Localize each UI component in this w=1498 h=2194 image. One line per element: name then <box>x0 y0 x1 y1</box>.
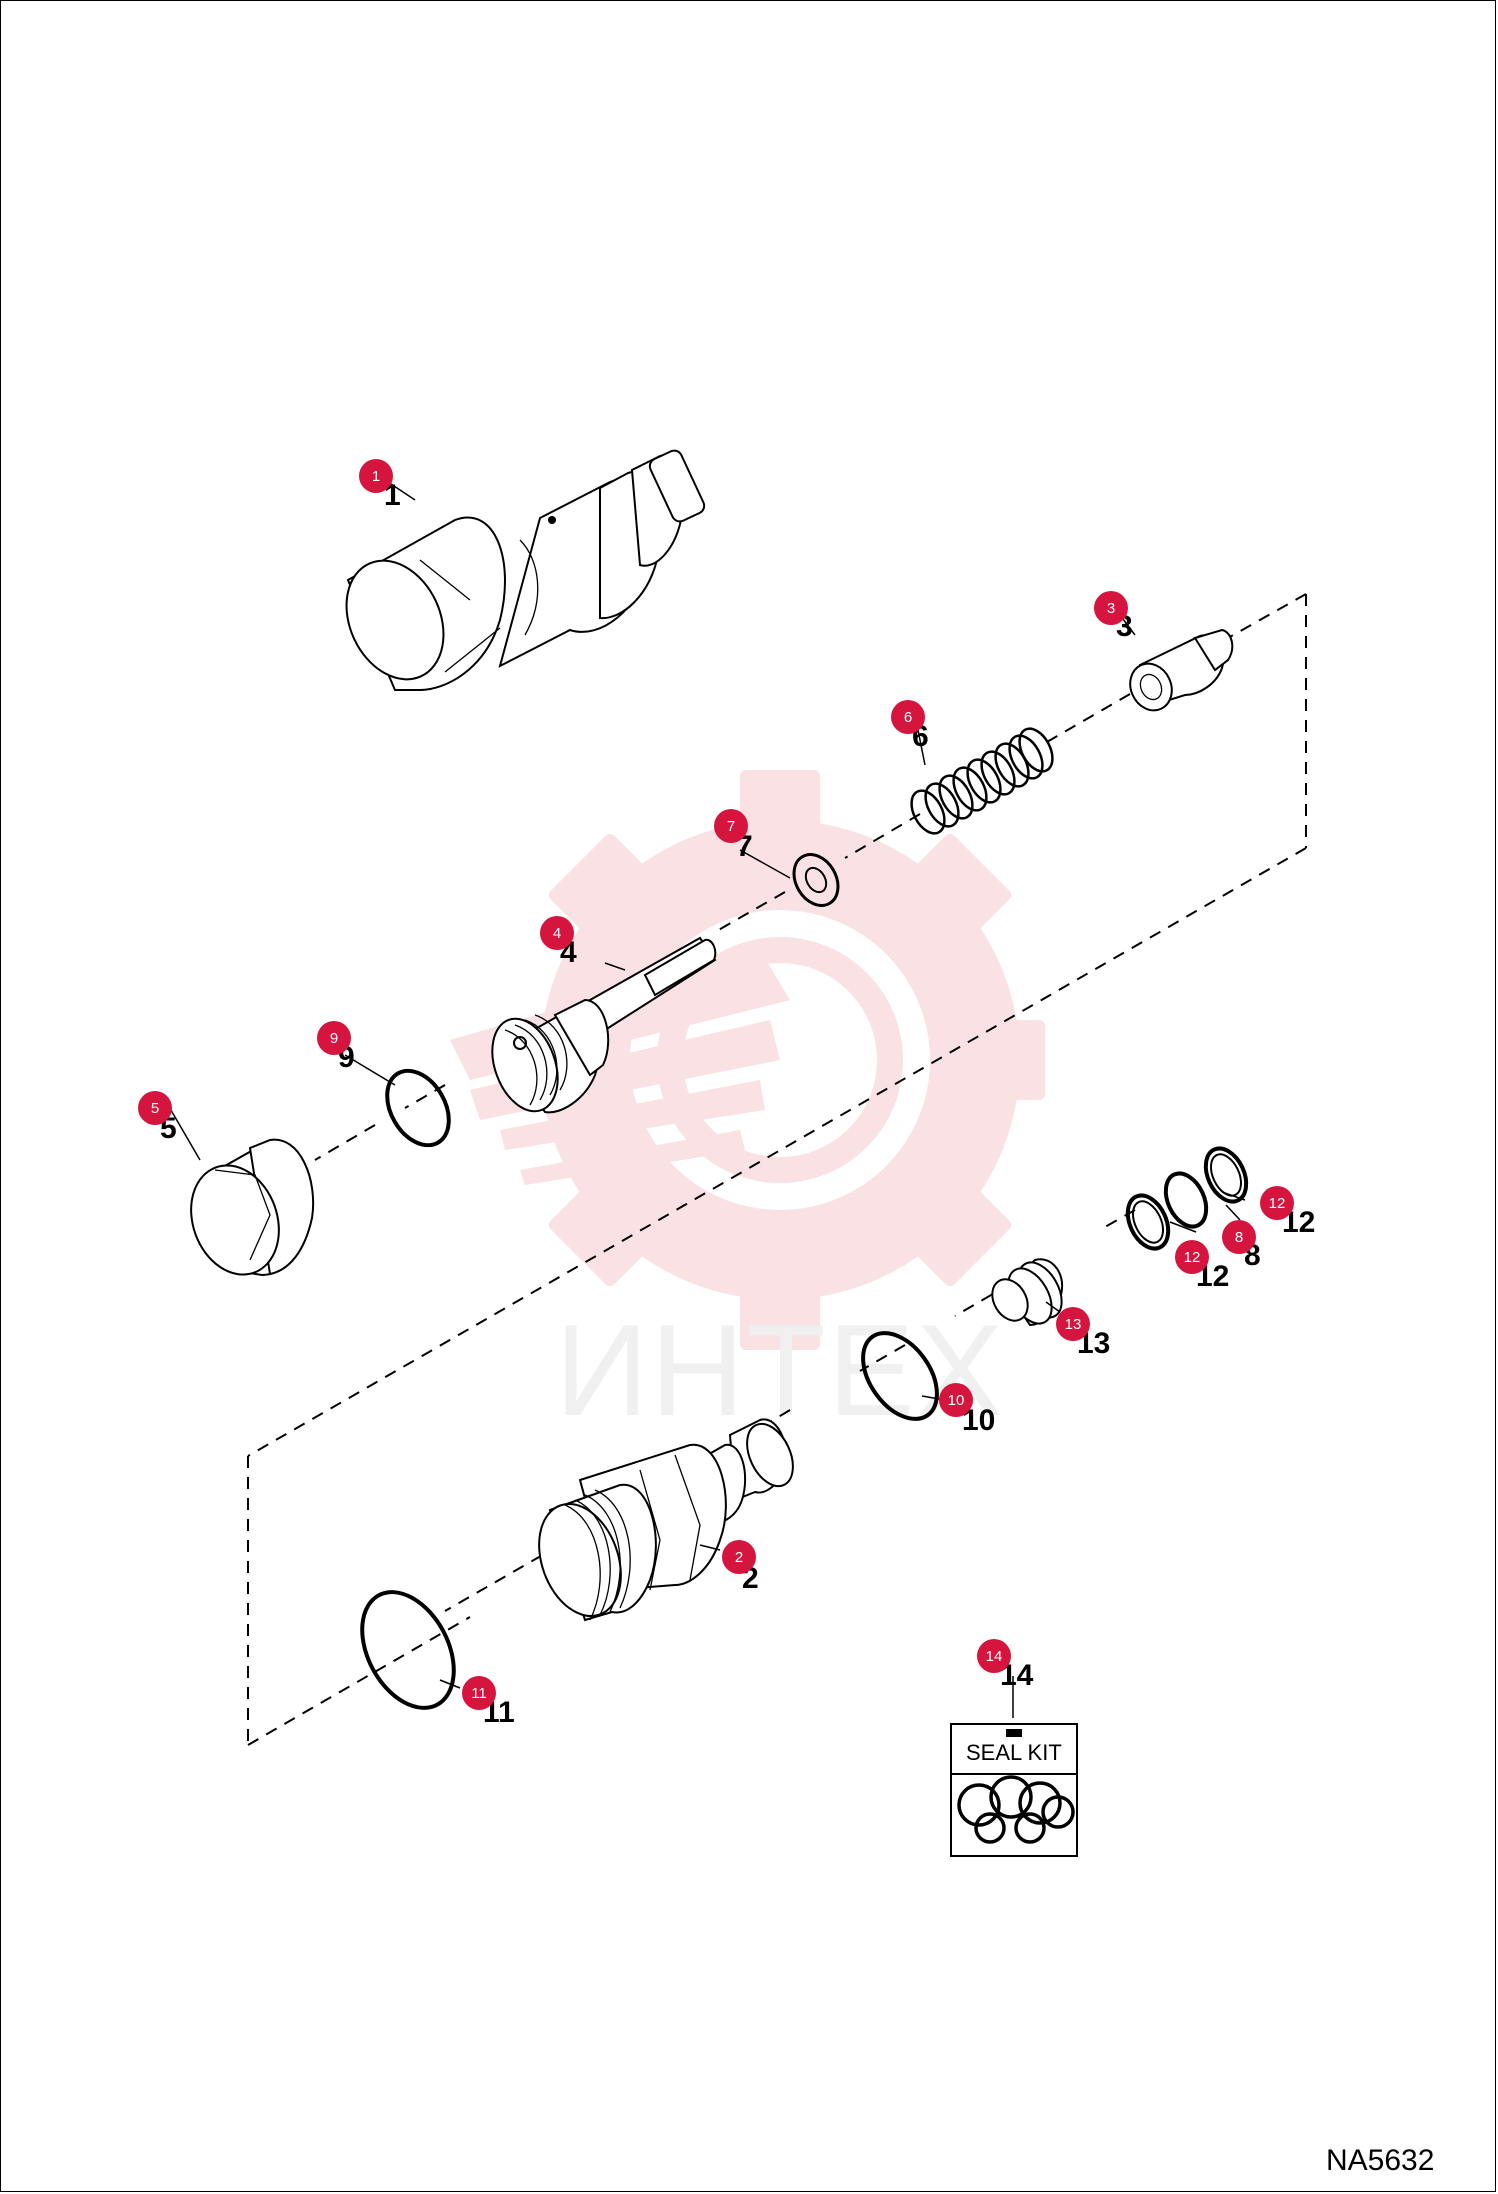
part-11-oring <box>360 1590 456 1710</box>
callout-badge-12a: 12 <box>1175 1240 1209 1274</box>
badge-circle <box>462 1676 496 1710</box>
part-12-ring-a <box>1125 1193 1171 1251</box>
badge-number: 1 <box>372 468 380 485</box>
badge-number: 12 <box>1184 1249 1201 1266</box>
part-3-poppet <box>1129 628 1234 712</box>
part-2-valve-body <box>538 1418 794 1622</box>
badge-circle <box>317 1021 351 1055</box>
badge-number: 13 <box>1065 1316 1082 1333</box>
badge-number: 9 <box>330 1030 338 1047</box>
badge-circle <box>977 1639 1011 1673</box>
badge-circle <box>1260 1186 1294 1220</box>
badge-number: 6 <box>904 709 912 726</box>
callout-badge-6: 6 <box>891 700 925 734</box>
leader-lines <box>167 479 1246 1718</box>
badge-number: 11 <box>471 1685 487 1702</box>
part-1-cartridge <box>345 449 706 691</box>
badge-circle <box>359 459 393 493</box>
badge-circle <box>1056 1307 1090 1341</box>
part-13-plug <box>991 1258 1064 1327</box>
badge-circle <box>939 1383 973 1417</box>
part-5-cap <box>190 1138 315 1277</box>
badge-circle <box>891 700 925 734</box>
part-9-oring <box>385 1068 451 1148</box>
badge-number: 3 <box>1107 600 1115 617</box>
badge-number: 5 <box>151 1100 159 1117</box>
part-7-washer <box>792 853 840 907</box>
callout-badge-7: 7 <box>714 809 748 843</box>
badge-number: 12 <box>1269 1195 1286 1212</box>
badge-circle <box>540 916 574 950</box>
watermark-text: ИНТЕХ <box>555 1297 1005 1443</box>
callout-badge-2: 2 <box>722 1540 756 1574</box>
badge-number: 4 <box>553 925 561 942</box>
part-12-ring-b <box>1203 1146 1249 1204</box>
badge-number: 8 <box>1235 1229 1243 1246</box>
seal-kit-title: SEAL KIT <box>966 1740 1062 1765</box>
callout-badge-10: 10 <box>939 1383 973 1417</box>
badge-circle <box>1222 1220 1256 1254</box>
part-4-spool <box>491 936 717 1114</box>
callout-badge-11: 11 <box>462 1676 496 1710</box>
callout-badge-5: 5 <box>138 1091 172 1125</box>
part-14-seal-kit: SEAL KIT <box>950 1723 1078 1857</box>
part-6-spring <box>910 727 1054 835</box>
callout-badge-14: 14 <box>977 1639 1011 1673</box>
callout-badge-12b: 12 <box>1260 1186 1294 1220</box>
badge-circle <box>1094 591 1128 625</box>
badge-number: 10 <box>948 1392 965 1409</box>
badge-circle <box>714 809 748 843</box>
part-8-ring <box>1163 1171 1209 1229</box>
badge-number: 7 <box>727 818 735 835</box>
callout-badge-3: 3 <box>1094 591 1128 625</box>
callout-badge-13: 13 <box>1056 1307 1090 1341</box>
badge-number: 2 <box>735 1549 743 1566</box>
drawing-code: NA5632 <box>1326 2144 1434 2177</box>
badge-circle <box>138 1091 172 1125</box>
callout-badge-4: 4 <box>540 916 574 950</box>
badge-circle <box>1175 1240 1209 1274</box>
seal-kit-rings-icon <box>957 1775 1075 1844</box>
callout-badge-1: 1 <box>359 459 393 493</box>
badge-number: 14 <box>986 1648 1003 1665</box>
callout-badge-9: 9 <box>317 1021 351 1055</box>
callout-badge-8: 8 <box>1222 1220 1256 1254</box>
part-10-oring <box>861 1331 939 1421</box>
badge-circle <box>722 1540 756 1574</box>
